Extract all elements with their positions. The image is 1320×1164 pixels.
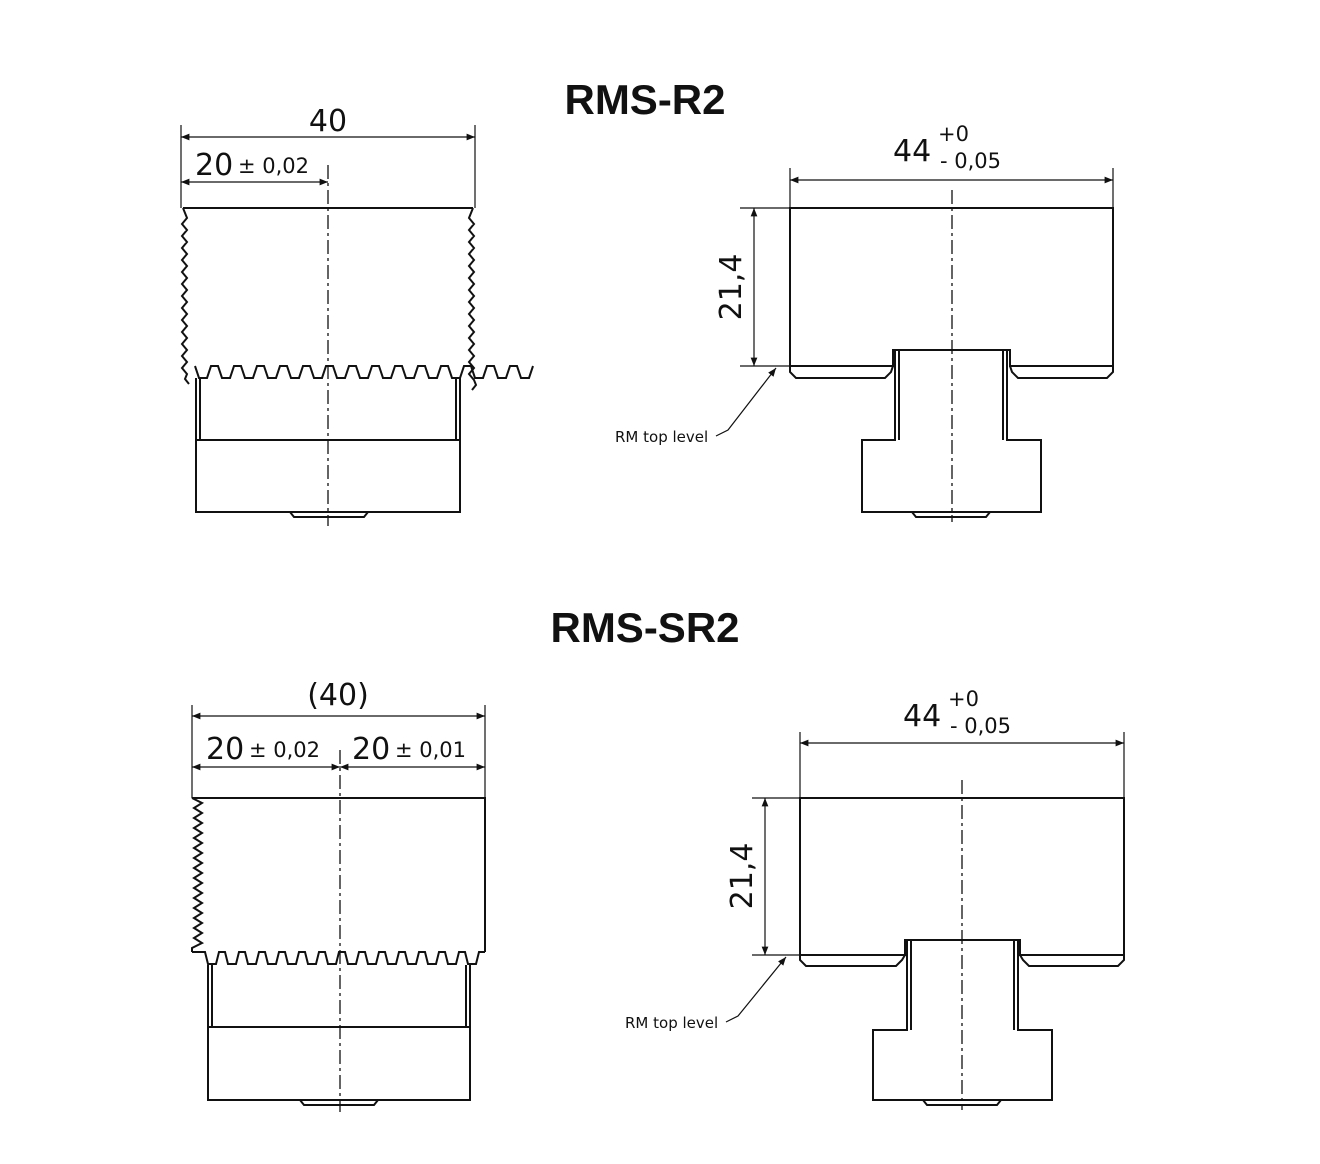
dimension-overall-width: 40: [309, 104, 347, 139]
jaw-body-outline: [191, 797, 486, 952]
jaw-base-outline: [207, 965, 471, 1101]
dimension-width: 44: [893, 134, 931, 169]
dimension-second-width: 20: [352, 732, 390, 767]
front-view: 44 +0 - 0,05 21,4 RM top level: [615, 122, 1114, 522]
serration-bottom: [194, 365, 534, 379]
chamfer-bottom: [799, 954, 1125, 967]
reference-label: RM top level: [625, 1014, 718, 1032]
side-view: 40 20 ± 0,02: [180, 104, 534, 526]
tolerance-upper: +0: [938, 122, 969, 146]
dimension-half-tolerance: ± 0,02: [249, 738, 320, 762]
front-view: 44 +0 - 0,05 21,4 RM top level: [625, 687, 1125, 1110]
reference-label: RM top level: [615, 428, 708, 446]
knurled-gripping-face: [789, 207, 1114, 367]
locating-nub: [299, 1099, 379, 1106]
jaw-body-outline: [180, 207, 478, 391]
dimension-height: 21,4: [714, 254, 749, 321]
dimension-overall-width: (40): [307, 678, 369, 713]
leader-line: [715, 367, 777, 437]
side-view: (40) 20 ± 0,02 20 ± 0,01: [191, 678, 486, 1112]
dimension-half-width: 20: [206, 732, 244, 767]
locating-nub: [911, 511, 991, 518]
chamfer-bottom: [789, 365, 1114, 379]
drawing-rms-r2: RMS-R2 40 20 ± 0,02 44 +0 - 0,05: [180, 76, 1114, 526]
locating-nub: [289, 511, 369, 518]
drawing-title: RMS-R2: [564, 76, 725, 123]
dimension-second-tolerance: ± 0,01: [395, 738, 466, 762]
tolerance-lower: - 0,05: [940, 149, 1001, 173]
knurled-gripping-face: [799, 797, 1125, 956]
dimension-half-tolerance: ± 0,02: [238, 154, 309, 178]
tolerance-upper: +0: [948, 687, 979, 711]
leader-line: [725, 956, 787, 1023]
dimension-height: 21,4: [725, 843, 760, 910]
dimension-half-width: 20: [195, 148, 233, 183]
serration-bottom: [192, 951, 485, 965]
tolerance-lower: - 0,05: [950, 714, 1011, 738]
dimension-width: 44: [903, 699, 941, 734]
drawing-rms-sr2: RMS-SR2 (40) 20 ± 0,02 20 ± 0,01 44 +0 -…: [191, 604, 1125, 1112]
drawing-title: RMS-SR2: [550, 604, 739, 651]
t-slot-stem: [861, 350, 1042, 513]
